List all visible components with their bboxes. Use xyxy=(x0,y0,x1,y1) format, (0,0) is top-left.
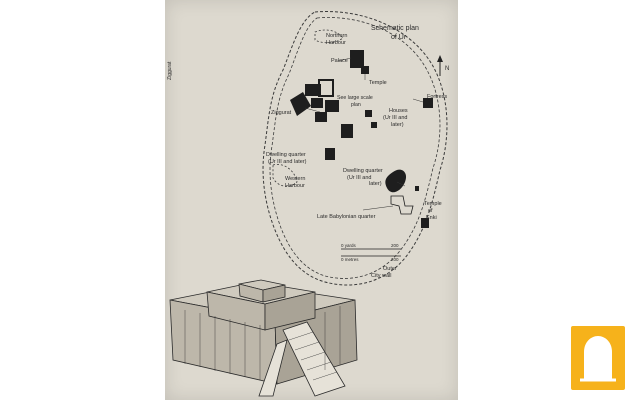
label-western-harbour-1: Western xyxy=(285,176,305,182)
north-arrow-icon xyxy=(437,55,443,76)
label-see-plan-1: See large scale xyxy=(337,95,373,101)
margin-caption: Ziggurat xyxy=(167,61,173,80)
northern-harbour xyxy=(314,29,344,44)
ziggurat-facade-lines xyxy=(184,306,341,380)
outer-city-wall-inner xyxy=(269,17,441,279)
label-temple-enki-2: of xyxy=(428,208,433,214)
map-title-line2: of Ur xyxy=(391,34,407,41)
scale-yards-max: 200 xyxy=(391,243,399,248)
scale-bar xyxy=(341,248,401,257)
label-temple: Temple xyxy=(369,80,387,86)
label-northern-harbour-2: Harbour xyxy=(326,40,346,46)
book-page-photo: Schematic plan of Ur N Northern Harbour … xyxy=(165,0,458,400)
label-outer-wall-2: City wall xyxy=(371,273,391,279)
label-outer-wall-1: Outer xyxy=(383,266,397,272)
label-northern-harbour-1: Northern xyxy=(326,33,347,39)
scale-yards-label: 0 yards xyxy=(341,243,357,248)
app-badge xyxy=(571,326,625,390)
label-western-harbour-2: Harbour xyxy=(285,183,305,189)
ur-plan-map: Schematic plan of Ur N Northern Harbour … xyxy=(167,11,449,397)
label-palace: Palace xyxy=(331,58,348,64)
palace-block xyxy=(350,50,364,68)
label-dwelling-east-2: (Ur III and xyxy=(347,175,371,181)
western-harbour xyxy=(272,163,298,187)
label-houses-2: (Ur III and xyxy=(383,115,407,121)
keyhole-arch-icon xyxy=(580,336,616,382)
label-dwelling-east-1: Dwelling quarter xyxy=(343,168,383,174)
label-houses-3: later) xyxy=(391,122,404,128)
scale-metres-label: 0 metres xyxy=(341,257,359,262)
label-see-plan-2: plan xyxy=(351,102,361,108)
ziggurat-block xyxy=(290,92,311,116)
outer-city-wall xyxy=(262,11,448,286)
label-fortress: Fortress xyxy=(427,94,447,100)
label-dwelling-west-1: Dwelling quarter xyxy=(266,152,306,158)
label-houses-1: Houses xyxy=(389,108,408,114)
pointer-lines xyxy=(304,57,424,211)
fortress-block xyxy=(423,98,433,108)
building-blocks xyxy=(290,50,433,228)
label-temple-enki-3: Enki xyxy=(426,215,437,221)
north-label: N xyxy=(445,66,449,72)
late-babylonian-quarter xyxy=(390,195,414,215)
scale-metres-max: 200 xyxy=(391,257,399,262)
map-title-line1: Schematic plan xyxy=(371,25,419,32)
label-dwelling-west-2: (Ur III and later) xyxy=(268,159,307,165)
temple-of-enki-block xyxy=(421,218,429,228)
dwelling-quarter-east xyxy=(385,169,407,193)
label-temple-enki-1: Temple xyxy=(424,201,442,207)
ziggurat-illustration xyxy=(169,279,358,397)
label-ziggurat: Ziggurat xyxy=(271,110,292,116)
label-late-babylonian: Late Babylonian quarter xyxy=(317,214,376,220)
label-dwelling-east-3: later) xyxy=(369,181,382,187)
